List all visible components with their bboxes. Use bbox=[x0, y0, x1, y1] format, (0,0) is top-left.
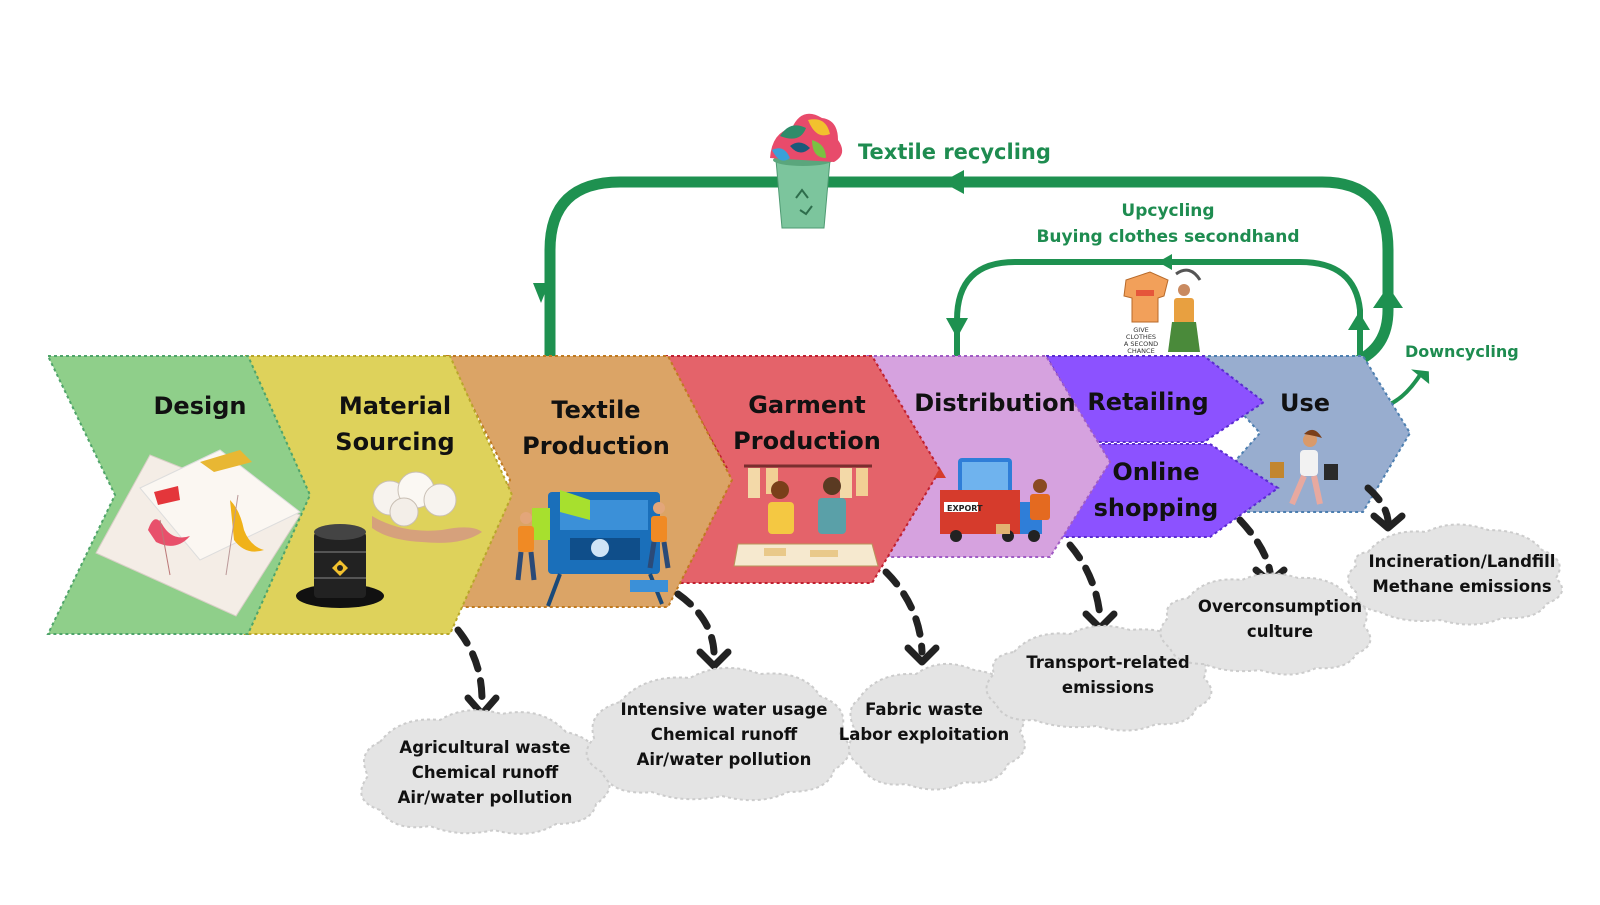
impact-material-sourcing-line-3: Air/water pollution bbox=[397, 788, 573, 807]
stage-label-textile-production-line-1: Textile bbox=[551, 396, 641, 424]
recycling-bin-icon bbox=[770, 113, 843, 229]
secondhand-sign-line-1: GIVE bbox=[1133, 326, 1149, 334]
impact-use-line-1: Incineration/Landfill bbox=[1368, 552, 1556, 571]
secondhand-label: Buying clothes secondhand bbox=[1036, 227, 1300, 247]
impact-arrow-retail bbox=[1236, 516, 1274, 576]
stage-label-garment-production-line-2: Production bbox=[733, 427, 881, 455]
impact-distribution-line-1: Transport-related bbox=[1026, 653, 1190, 672]
recycling-arrow-up bbox=[1373, 286, 1403, 308]
impact-garment-production-line-2: Labor exploitation bbox=[838, 725, 1010, 744]
upcycling-loop bbox=[946, 254, 1370, 365]
stage-label-distribution: Distribution bbox=[910, 385, 1080, 421]
stage-label-retailing: Retailing bbox=[1078, 384, 1218, 420]
impact-arrows bbox=[454, 484, 1392, 704]
stage-shape-retailing bbox=[1044, 355, 1266, 443]
garment-workers-icon bbox=[733, 464, 879, 567]
stage-label-use-line-1: Use bbox=[1279, 389, 1331, 417]
impact-material-sourcing-line-1: Agricultural waste bbox=[399, 738, 571, 757]
secondhand-sign-line-3: A SECOND bbox=[1124, 340, 1158, 348]
secondhand-sign-line-4: CHANCE bbox=[1127, 347, 1154, 355]
impact-arrow-material-sourcing bbox=[454, 626, 486, 704]
impact-label-distribution: Transport-related emissions bbox=[1018, 650, 1198, 700]
impact-use-line-2: Methane emissions bbox=[1372, 577, 1552, 596]
recycling-arrow-left bbox=[942, 170, 964, 194]
stage-label-design: Design bbox=[120, 388, 280, 424]
impact-textile-production-line-1: Intensive water usage bbox=[620, 700, 828, 719]
textile-recycling-loop bbox=[533, 170, 1403, 368]
textile-worker-left bbox=[515, 512, 537, 581]
stage-shape-online-shopping bbox=[1060, 443, 1280, 538]
stage-shape-garment-production bbox=[663, 355, 942, 584]
stage-label-online-shopping-line-1: Online bbox=[1112, 458, 1200, 486]
stage-label-garment-production-line-1: Garment bbox=[748, 391, 866, 419]
impact-label-textile-production: Intensive water usage Chemical runoff Ai… bbox=[614, 697, 834, 772]
impact-textile-production-line-2: Chemical runoff bbox=[650, 725, 798, 744]
impact-retail-line-1: Overconsumption bbox=[1197, 597, 1363, 616]
impact-clouds bbox=[360, 523, 1564, 835]
stage-label-distribution-line-1: Distribution bbox=[914, 389, 1076, 417]
secondhand-sign-line-2: CLOTHES bbox=[1126, 333, 1156, 341]
upcycling-arrow-left bbox=[1158, 254, 1172, 270]
stage-label-material-sourcing-line-1: Material bbox=[338, 392, 452, 420]
upcycling-arrow-up bbox=[1348, 312, 1370, 330]
impact-arrow-garment-production bbox=[882, 568, 926, 656]
impact-distribution-line-2: emissions bbox=[1061, 678, 1155, 697]
impact-label-retail: Overconsumption culture bbox=[1190, 594, 1370, 644]
svg-text:EXPORT: EXPORT bbox=[947, 504, 983, 513]
textile-machine-icon bbox=[515, 490, 671, 607]
downcycling-label: Downcycling bbox=[1405, 342, 1519, 361]
impact-cloud-use bbox=[1347, 523, 1564, 626]
impact-garment-production-line-1: Fabric waste bbox=[865, 700, 983, 719]
stage-label-textile-production-line-2: Production bbox=[522, 432, 670, 460]
fashion-sketch-icon bbox=[95, 449, 301, 617]
shopping-woman-icon bbox=[1270, 429, 1338, 506]
oil-barrel-and-cotton-icon bbox=[296, 471, 482, 608]
upcycling-arrow-down bbox=[946, 318, 968, 338]
textile-worker-right bbox=[647, 502, 671, 569]
impact-cloud-distribution bbox=[985, 624, 1213, 732]
stage-label-garment-production: Garment Production bbox=[717, 387, 897, 459]
impact-label-use: Incineration/Landfill Methane emissions bbox=[1362, 549, 1562, 599]
downcycling-arrow bbox=[1387, 369, 1430, 407]
stage-label-design-line-1: Design bbox=[153, 392, 247, 420]
stage-label-material-sourcing: Material Sourcing bbox=[305, 388, 485, 460]
stage-label-online-shopping-line-2: shopping bbox=[1093, 494, 1219, 522]
impact-retail-line-2: culture bbox=[1246, 622, 1314, 641]
impact-label-material-sourcing: Agricultural waste Chemical runoff Air/w… bbox=[385, 735, 585, 810]
impact-textile-production-line-3: Air/water pollution bbox=[636, 750, 812, 769]
textile-recycling-label: Textile recycling bbox=[858, 140, 1051, 164]
impact-arrow-distribution bbox=[1066, 541, 1104, 620]
impact-cloud-textile-production bbox=[585, 666, 851, 802]
stage-label-textile-production: Textile Production bbox=[506, 392, 686, 464]
upcycling-label: Upcycling bbox=[1121, 201, 1215, 221]
textile-pile-icon bbox=[770, 113, 843, 162]
stage-label-retailing-line-1: Retailing bbox=[1087, 388, 1209, 416]
impact-cloud-retail bbox=[1159, 572, 1372, 676]
stage-label-online-shopping: Online shopping bbox=[1086, 454, 1226, 526]
impact-arrow-textile-production bbox=[674, 590, 718, 656]
impact-cloud-material-sourcing bbox=[360, 709, 611, 835]
stage-label-material-sourcing-line-2: Sourcing bbox=[335, 428, 455, 456]
stage-label-use: Use bbox=[1255, 385, 1355, 421]
export-truck-icon: EXPORT bbox=[934, 458, 1050, 542]
impact-material-sourcing-line-2: Chemical runoff bbox=[411, 763, 559, 782]
impact-label-garment-production: Fabric waste Labor exploitation bbox=[834, 697, 1014, 747]
recycling-arrow-down bbox=[533, 283, 549, 303]
impact-cloud-garment-production bbox=[848, 663, 1026, 791]
impact-arrow-use bbox=[1364, 484, 1392, 524]
